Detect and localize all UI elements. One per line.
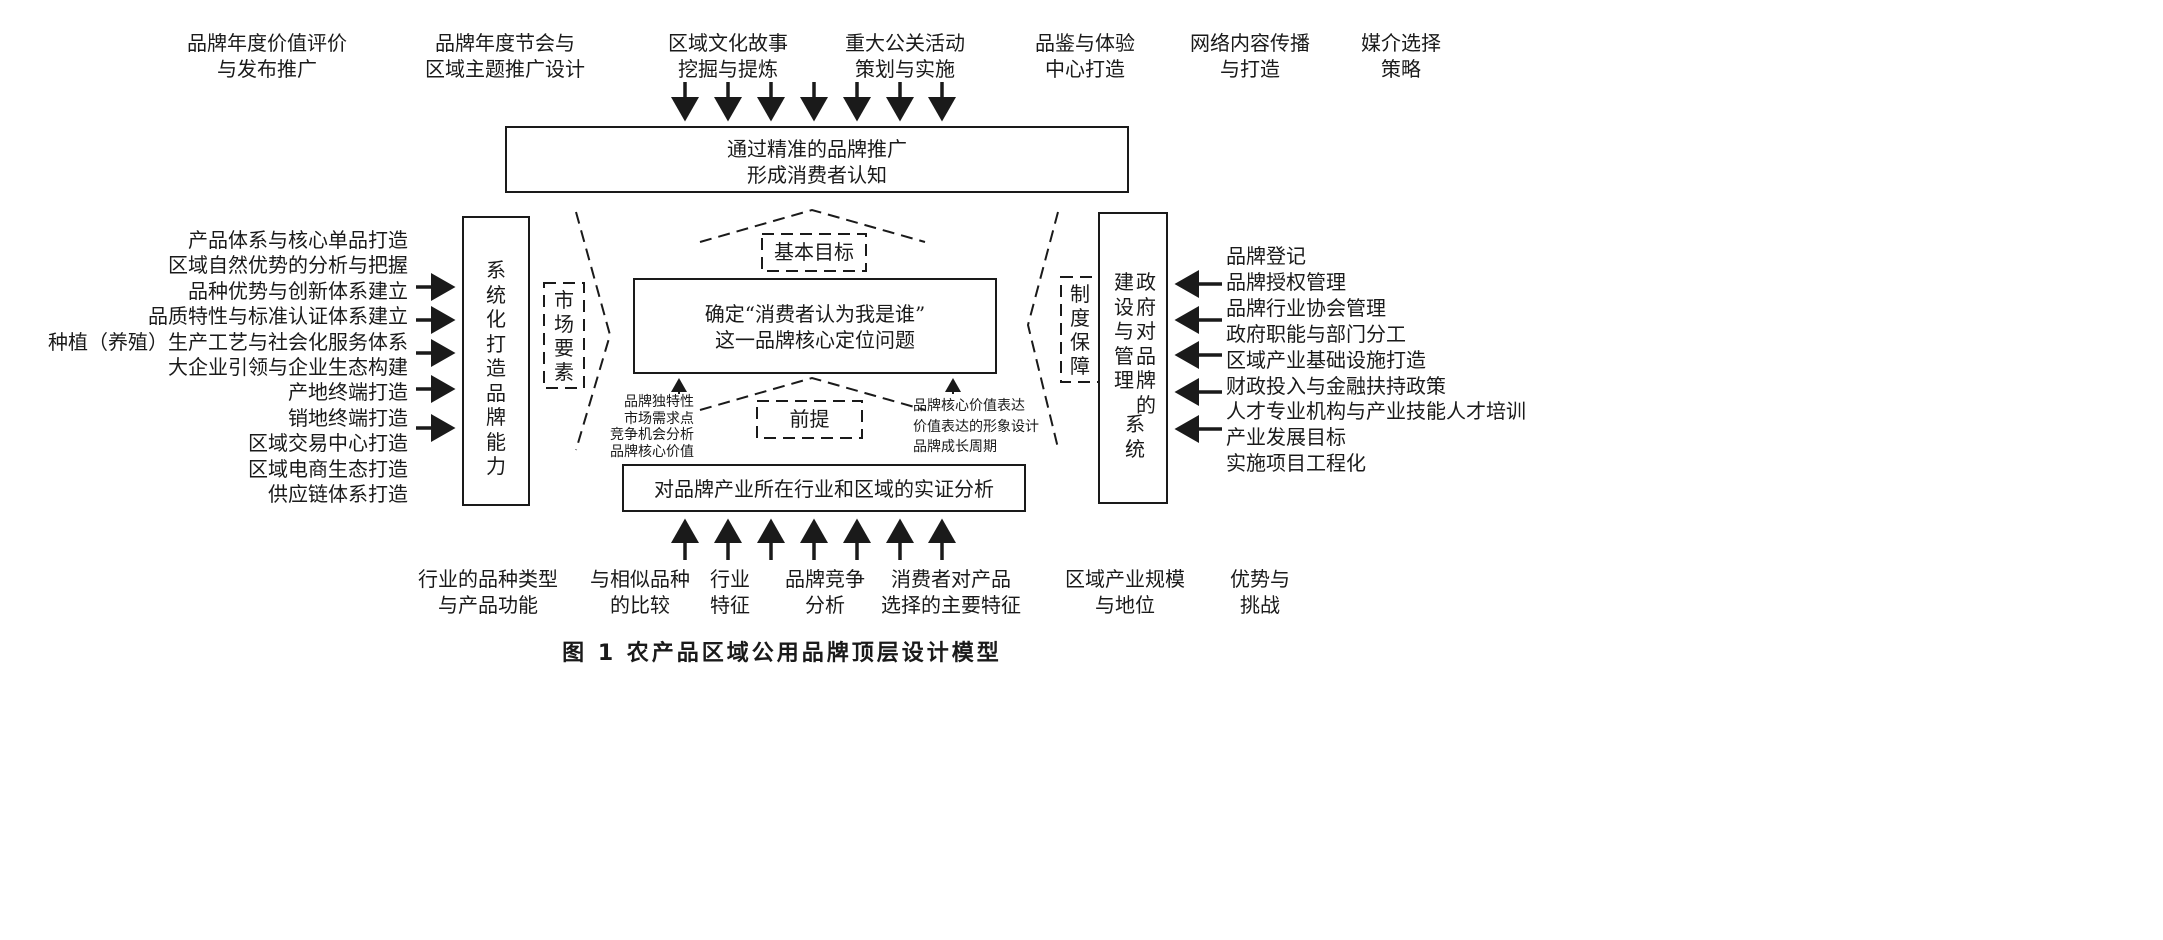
premise-right-item: 品牌成长周期 [913,439,997,455]
left-item: 种植（养殖）生产工艺与社会化服务体系 [48,329,408,354]
bottom-label-2: 与相似品种的比较 [590,567,690,617]
center-up-arrows [671,378,961,394]
bottom-label-6: 区域产业规模与地位 [1065,567,1185,617]
system-label-box [1060,276,1100,383]
market-label: 市场要素 [554,288,574,384]
figure-caption: 图 1 农产品区域公用品牌顶层设计模型 [562,641,1002,666]
promotion-box-text: 通过精准的品牌推广形成消费者认知 [727,137,907,187]
left-item: 区域自然优势的分析与把握 [168,253,408,278]
premise-left-item: 品牌核心价值 [610,443,694,460]
right-item: 财政投入与金融扶持政策 [1226,373,1446,398]
government-system-text-col1: 政府对品牌的 [1136,270,1156,417]
left-item: 产地终端打造 [288,380,408,405]
top-label-2: 品牌年度节会与区域主题推广设计 [425,31,585,81]
core-positioning-text: 确定“消费者认为我是谁”这一品牌核心定位问题 [704,302,926,352]
right-item: 人才专业机构与产业技能人才培训 [1226,399,1526,424]
right-item: 品牌授权管理 [1226,269,1346,294]
right-item: 政府职能与部门分工 [1226,321,1406,346]
bottom-label-1: 行业的品种类型与产品功能 [418,567,558,617]
top-label-6: 网络内容传播与打造 [1190,31,1310,81]
premise-left-list: 品牌独特性 市场需求点 竞争机会分析 品牌核心价值 [590,394,694,460]
left-list: 产品体系与核心单品打造 区域自然优势的分析与把握 品种优势与创新体系建立 品质特… [20,228,408,507]
brand-capability-box: 系统化打造品牌能力 [462,216,530,506]
right-item: 品牌行业协会管理 [1226,295,1386,320]
bottom-label-5: 消费者对产品选择的主要特征 [881,567,1021,617]
premise-right-item: 品牌核心价值表达 [913,398,1025,414]
premise-left-item: 竞争机会分析 [610,427,694,443]
premise-label-box [756,400,863,439]
government-system-text-col3: 系统 [1125,412,1145,461]
top-label-3: 区域文化故事挖掘与提炼 [668,31,788,81]
left-item: 产品体系与核心单品打造 [188,228,408,252]
right-item: 产业发展目标 [1226,425,1346,450]
premise-left-item: 市场需求点 [624,410,694,427]
top-arrows [671,82,956,122]
bottom-label-7: 优势与挑战 [1230,567,1290,617]
left-item: 品质特性与标准认证体系建立 [148,304,408,329]
government-system-box: 政府对品牌的 建设与管理 系统 [1098,212,1168,504]
right-item: 区域产业基础设施打造 [1226,347,1426,372]
core-positioning-box: 确定“消费者认为我是谁”这一品牌核心定位问题 [633,278,997,374]
government-system-text-col2: 建设与管理 [1114,270,1134,392]
left-arrows [416,273,456,442]
goal-label: 基本目标 [774,240,854,264]
system-dashed-chevron [1026,211,1059,449]
bottom-arrows [671,518,956,560]
market-dashed-chevron [575,211,612,451]
left-item: 供应链体系打造 [268,482,408,507]
premise-right-list: 品牌核心价值表达 价值表达的形象设计 品牌成长周期 [913,396,1039,458]
left-item: 区域交易中心打造 [248,431,408,456]
left-item: 大企业引领与企业生态构建 [168,355,408,380]
premise-label: 前提 [789,407,830,431]
market-label-box [543,282,585,389]
right-list: 品牌登记 品牌授权管理 品牌行业协会管理 政府职能与部门分工 区域产业基础设施打… [1226,244,1526,477]
bottom-label-4: 品牌竞争分析 [785,567,865,617]
promotion-box: 通过精准的品牌推广形成消费者认知 [505,126,1129,193]
diagram-connectors [416,82,1222,560]
right-arrows [1174,270,1222,443]
top-label-4: 重大公关活动策划与实施 [845,31,965,81]
left-item: 品种优势与创新体系建立 [188,278,408,303]
top-label-1: 品牌年度价值评价与发布推广 [187,31,347,81]
system-label: 制度保障 [1070,282,1090,378]
left-item: 销地终端打造 [288,405,408,430]
premise-left-item: 品牌独特性 [624,394,694,410]
empirical-analysis-text: 对品牌产业所在行业和区域的实证分析 [654,477,994,501]
top-label-7: 媒介选择策略 [1361,31,1441,81]
left-item: 区域电商生态打造 [248,456,408,481]
goal-label-box [761,233,867,272]
right-item: 品牌登记 [1226,244,1306,268]
premise-dashed-roof [699,376,926,411]
premise-right-item: 价值表达的形象设计 [913,418,1039,435]
bottom-label-3: 行业特征 [710,567,750,617]
goal-dashed-roof [699,208,926,243]
right-item: 实施项目工程化 [1226,451,1366,476]
empirical-analysis-box: 对品牌产业所在行业和区域的实证分析 [622,464,1026,512]
top-label-5: 品鉴与体验中心打造 [1035,31,1135,81]
brand-capability-text: 系统化打造品牌能力 [486,258,506,478]
